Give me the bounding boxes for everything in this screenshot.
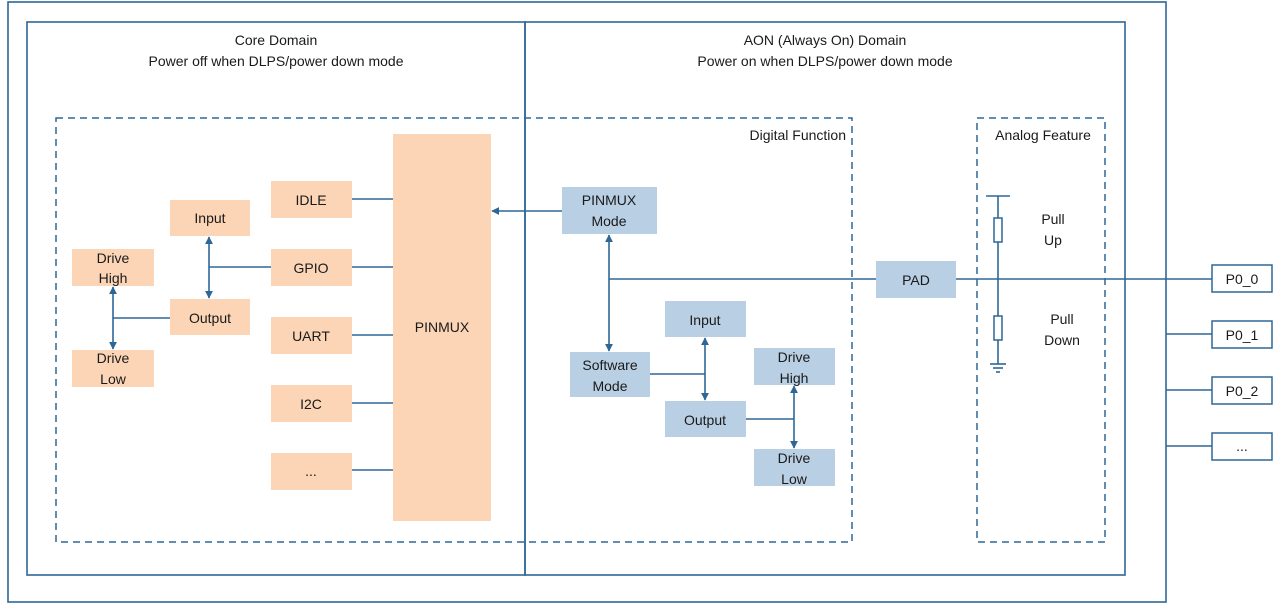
aon-domain-title: AON (Always On) Domain [744, 32, 907, 48]
pad-label: PAD [902, 272, 930, 288]
core-drive-high-label-1: Drive [97, 250, 130, 266]
function-gpio-label: GPIO [293, 260, 328, 276]
function-gpio-box [271, 249, 352, 286]
pull-down-label-1: Pull [1050, 311, 1073, 327]
core-input-box [170, 200, 250, 236]
aon-drive-low-box [754, 449, 835, 486]
software-mode-box [570, 352, 650, 397]
core-output-box [170, 299, 250, 335]
function-idle-box [271, 181, 352, 218]
core-domain-subtitle: Power off when DLPS/power down mode [149, 53, 404, 69]
aon-domain-frame [524, 21, 1126, 576]
function-i2c-box [271, 385, 352, 422]
core-drive-low-label-2: Low [100, 371, 127, 387]
pin-more-box [1211, 432, 1273, 461]
pad-box [876, 261, 956, 298]
pull-up-resistor [993, 217, 1003, 243]
function-more-label: ... [305, 463, 317, 479]
pin-p0-2-label: P0_2 [1226, 383, 1259, 399]
function-idle-label: IDLE [295, 192, 326, 208]
pinmux-label: PINMUX [415, 319, 470, 335]
pull-up-label-2: Up [1044, 232, 1062, 248]
software-mode-label-1: Software [582, 357, 637, 373]
pull-down-resistor [993, 315, 1003, 341]
pinmux-mode-label-1: PINMUX [582, 192, 637, 208]
core-drive-low-box [72, 350, 154, 387]
aon-output-label: Output [684, 412, 726, 428]
outer-frame [7, 1, 1167, 603]
analog-feature-label: Analog Feature [995, 127, 1091, 143]
pin-p0-0-label: P0_0 [1226, 271, 1259, 287]
aon-input-label: Input [689, 312, 720, 328]
pinmux-mode-box [562, 187, 657, 234]
core-domain-title: Core Domain [235, 32, 317, 48]
pin-p0-2-box [1211, 376, 1273, 405]
core-drive-high-label-2: High [99, 270, 128, 286]
core-drive-high-box [72, 249, 154, 286]
pull-down-label-2: Down [1044, 332, 1080, 348]
pin-p0-0-box [1211, 264, 1273, 293]
aon-input-box [665, 301, 746, 337]
analog-feature-region [976, 117, 1106, 543]
aon-drive-low-label-2: Low [781, 471, 808, 487]
aon-drive-high-box [754, 348, 835, 385]
aon-drive-low-label-1: Drive [778, 450, 811, 466]
core-input-label: Input [194, 210, 225, 226]
aon-drive-high-label-2: High [780, 370, 809, 386]
function-uart-box [271, 317, 352, 354]
aon-drive-high-label-1: Drive [778, 349, 811, 365]
core-output-label: Output [189, 310, 231, 326]
pin-p0-1-box [1211, 320, 1273, 349]
software-mode-label-2: Mode [592, 378, 627, 394]
digital-function-label: Digital Function [750, 127, 847, 143]
function-more-box [271, 453, 352, 490]
core-drive-low-label-1: Drive [97, 350, 130, 366]
function-uart-label: UART [292, 328, 330, 344]
pinmux-mode-label-2: Mode [591, 213, 626, 229]
pin-more-label: ... [1236, 438, 1248, 454]
pull-up-label-1: Pull [1041, 211, 1064, 227]
digital-function-region [55, 117, 853, 543]
function-i2c-label: I2C [300, 396, 322, 412]
aon-domain-subtitle: Power on when DLPS/power down mode [697, 53, 952, 69]
aon-output-box [665, 401, 746, 437]
pin-p0-1-label: P0_1 [1226, 327, 1259, 343]
pinmux-box [393, 134, 491, 521]
